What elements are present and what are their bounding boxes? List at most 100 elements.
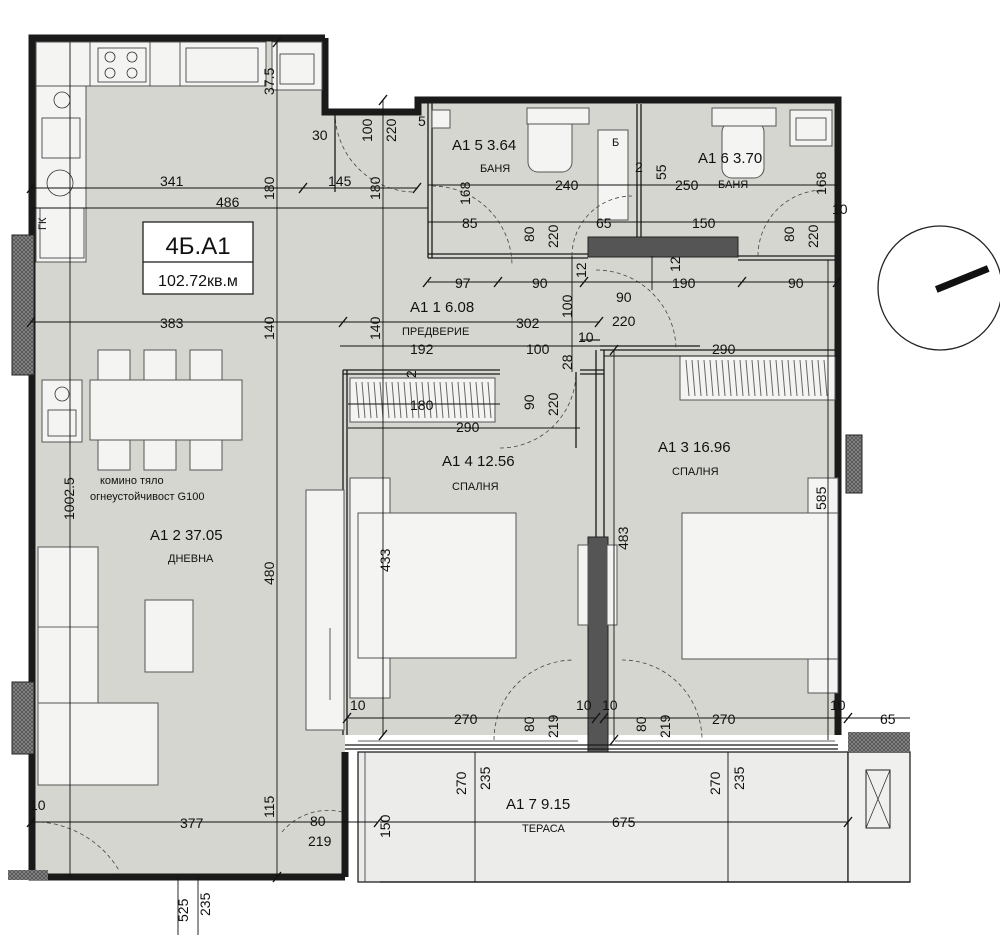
dim-label: 675 (612, 814, 636, 830)
dim-label: 10 (350, 697, 366, 713)
dim-label: 80 (521, 226, 537, 242)
room-bath6-id: А1 6 3.70 (698, 150, 762, 167)
dimension-ticks (26, 36, 853, 883)
dim-label: 525 (175, 898, 191, 922)
room-bed3-name: СПАЛНЯ (672, 466, 719, 478)
dim-label: 377 (180, 815, 204, 831)
dim-label: 341 (160, 173, 184, 189)
dim-label: 220 (383, 118, 399, 142)
wardrobes (349, 355, 836, 423)
dim-label: 235 (731, 766, 747, 790)
sofa (37, 489, 345, 786)
dim-label: 180 (410, 397, 434, 413)
dim-label: 140 (367, 316, 383, 340)
dim-label: 100 (526, 341, 550, 357)
dim-label: 65 (880, 711, 896, 727)
room-bath6-name: БАНЯ (718, 179, 748, 191)
dim-label: 270 (453, 771, 469, 795)
dim-label: 219 (308, 833, 332, 849)
dim-label: 240 (555, 177, 579, 193)
dim-label: 180 (261, 176, 277, 200)
doors (39, 111, 825, 875)
dim-label: 486 (216, 194, 240, 210)
dim-label: 585 (813, 486, 829, 510)
dim-label: 220 (612, 313, 636, 329)
dim-label: 10 (830, 697, 846, 713)
dim-label: 90 (521, 394, 537, 410)
dim-label: 190 (672, 275, 696, 291)
dim-label: 37.5 (261, 68, 277, 95)
dim-label: 10 (832, 201, 848, 217)
apartment-area: 102.72кв.м (158, 273, 238, 290)
dim-label: 12 (573, 262, 589, 278)
dim-label: 168 (813, 171, 829, 195)
kitchen (35, 41, 323, 443)
dim-label: 302 (516, 315, 540, 331)
dim-label: 10 (576, 697, 592, 713)
compass-needle-icon (934, 265, 990, 293)
room-bed4-id: А1 4 12.56 (442, 453, 515, 470)
room-terrace-id: А1 7 9.15 (506, 796, 570, 813)
chimney-note-line2: огнеустойчивост G100 (90, 491, 204, 503)
dim-label: 10 (602, 697, 618, 713)
room-entry-name: ПРЕДВЕРИЕ (402, 326, 469, 338)
dim-label: 290 (712, 341, 736, 357)
dim-label: 150 (692, 215, 716, 231)
dim-label: 10 (30, 797, 46, 813)
fridge-label: ГК (37, 217, 49, 230)
dim-label: 85 (462, 215, 478, 231)
dim-label: 55 (653, 164, 669, 180)
dim-label: 10 (578, 329, 594, 345)
dimension-lines (30, 42, 910, 935)
dimension-labels: 341 486 145 180 180 37.5 30 100 220 5 16… (30, 68, 896, 922)
dim-label: 250 (675, 177, 699, 193)
dim-label: 140 (261, 316, 277, 340)
dim-label: 219 (657, 714, 673, 738)
dim-label: 290 (456, 419, 480, 435)
dim-label: 90 (788, 275, 804, 291)
dim-label: 80 (521, 716, 537, 732)
dim-label: 100 (559, 294, 575, 318)
room-bath5-name: БАНЯ (480, 163, 510, 175)
dim-label: 220 (805, 224, 821, 248)
dim-label: 80 (633, 716, 649, 732)
dim-label: 220 (545, 224, 561, 248)
dim-label: 270 (707, 771, 723, 795)
room-bath5-id: А1 5 3.64 (452, 137, 516, 154)
dim-label: 235 (197, 892, 213, 916)
dim-label: 80 (781, 226, 797, 242)
dim-label: 80 (310, 813, 326, 829)
beds (349, 477, 839, 699)
dim-label: 97 (455, 275, 471, 291)
room-bed4-name: СПАЛНЯ (452, 481, 499, 493)
dim-label: 180 (367, 176, 383, 200)
chimney-note-line1: комино тяло (100, 475, 164, 487)
dining-table (89, 349, 243, 471)
dim-label: 90 (616, 289, 632, 305)
dim-label: 168 (457, 181, 473, 205)
dim-label: 383 (160, 315, 184, 331)
dim-label: 219 (545, 714, 561, 738)
dim-label: 192 (410, 341, 434, 357)
room-labels: А1 1 6.08 ПРЕДВЕРИЕ А1 2 37.05 ДНЕВНА А1… (90, 137, 762, 835)
dim-label: 100 (359, 118, 375, 142)
dim-label: 1002.5 (61, 477, 77, 520)
dim-label: 483 (615, 526, 631, 550)
dim-label: 235 (477, 766, 493, 790)
apartment-tag: 4Б.А1 102.72кв.м (142, 221, 254, 295)
dim-label: 433 (377, 548, 393, 572)
dim-label: 12 (667, 256, 683, 272)
dim-label: 65 (596, 215, 612, 231)
room-living-id: А1 2 37.05 (150, 527, 223, 544)
dim-label: 28 (559, 354, 575, 370)
dim-label: 480 (261, 561, 277, 585)
dim-label: 5 (418, 113, 426, 129)
dim-label: 145 (328, 173, 352, 189)
room-terrace-name: ТЕРАСА (522, 823, 565, 835)
compass (877, 225, 1000, 351)
dim-label: 2 (635, 159, 643, 175)
terrace (357, 732, 911, 883)
dim-label: 270 (712, 711, 736, 727)
dim-label: 90 (532, 275, 548, 291)
